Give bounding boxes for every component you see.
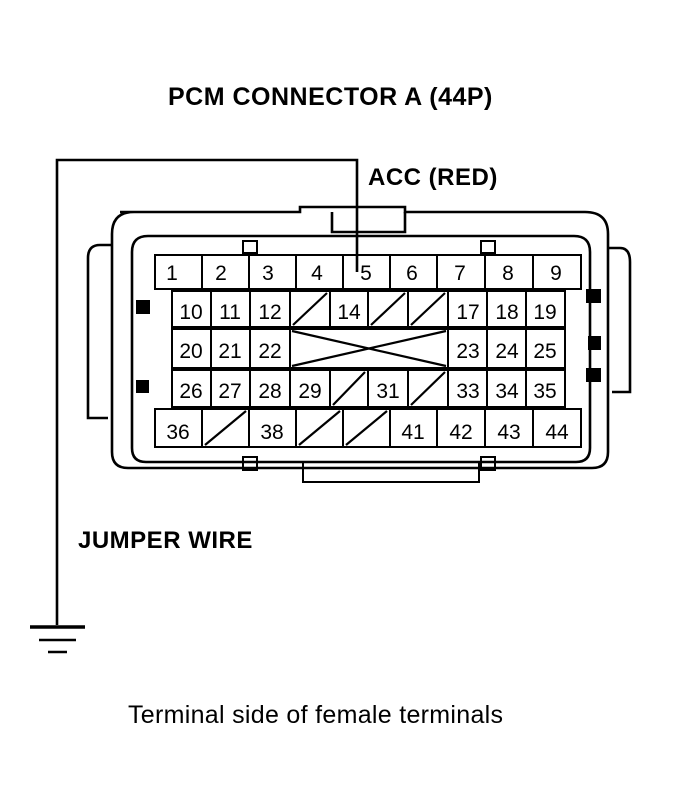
pin-cell-label: 1 [166,262,178,285]
pin-cell-label: 29 [298,380,321,403]
pin-cell-label: 2 [215,262,227,285]
pin-cell-label: 14 [337,301,361,324]
pin-cell-label: 20 [179,340,202,363]
pin-cell-label: 3 [262,262,274,285]
figure-caption: Terminal side of female terminals [128,701,503,729]
pin-cell-label: 5 [360,262,372,285]
pin-cell-label: 41 [401,421,424,444]
empty-cavity-slash [345,410,388,446]
pin-cell-label: 9 [550,262,562,285]
empty-cavity-slash [332,371,366,406]
jumper-wire-path [55,158,359,625]
empty-cavity-slash [298,410,341,446]
pin-cell-label: 10 [179,301,202,324]
shell-top-tabs [242,240,496,254]
acc-wire-label: ACC (RED) [368,164,498,191]
pin-cell-label: 44 [545,421,569,444]
pin-row-1: 1 2 3 4 5 6 7 8 9 [154,254,582,290]
pin-cell-label: 8 [502,262,514,285]
pin-cell-label: 22 [258,340,281,363]
pin-cell-label: 33 [456,380,479,403]
pin-cell-label: 27 [218,380,241,403]
pin-row-3: 20 21 22 23 24 25 [171,328,566,369]
pin-cell-label: 25 [533,340,556,363]
ground-icon [30,625,85,654]
pin-cell-label: 18 [495,301,518,324]
pin-cell-label: 6 [406,262,418,285]
empty-cavity-slash [410,292,446,326]
jumper-wire-label: JUMPER WIRE [78,527,253,554]
pin-cell-label: 34 [495,380,519,403]
pin-cell-label: 23 [456,340,479,363]
shell-bottom-tabs [242,456,496,483]
empty-cavity-slash [410,371,446,406]
pin-cell-label: 4 [311,262,323,285]
pin-cell-label: 21 [218,340,241,363]
page-title: PCM CONNECTOR A (44P) [168,83,493,111]
pin-cell-label: 36 [166,421,189,444]
empty-cavity-slash [204,410,247,446]
pin-cell-label: 42 [449,421,472,444]
pin-cell-label: 12 [258,301,281,324]
pin-cell-label: 26 [179,380,202,403]
pin-cell-label: 38 [260,421,283,444]
empty-cavity-slash [292,292,328,326]
pin-cell-label: 28 [258,380,281,403]
pin-cell-label: 31 [376,380,399,403]
connector-outer-shell [86,205,632,470]
empty-cavity-cross [291,329,447,368]
pin-row-4: 26 27 28 29 31 33 34 35 [171,369,566,408]
pin-cell-label: 7 [454,262,466,285]
pin-cell-label: 43 [497,421,520,444]
shell-left-latches [136,300,150,393]
shell-right-latches [586,289,601,382]
pin-cell-label: 35 [533,380,556,403]
pin-row-2: 10 11 12 14 17 18 19 [171,290,566,328]
pin-row-5: 36 38 41 42 43 44 [154,408,582,448]
empty-cavity-slash [370,292,406,326]
pin-cell-label: 24 [495,340,519,363]
pin-cell-label: 17 [456,301,479,324]
pin-cell-label: 19 [533,301,556,324]
pin-cell-label: 11 [219,301,241,324]
